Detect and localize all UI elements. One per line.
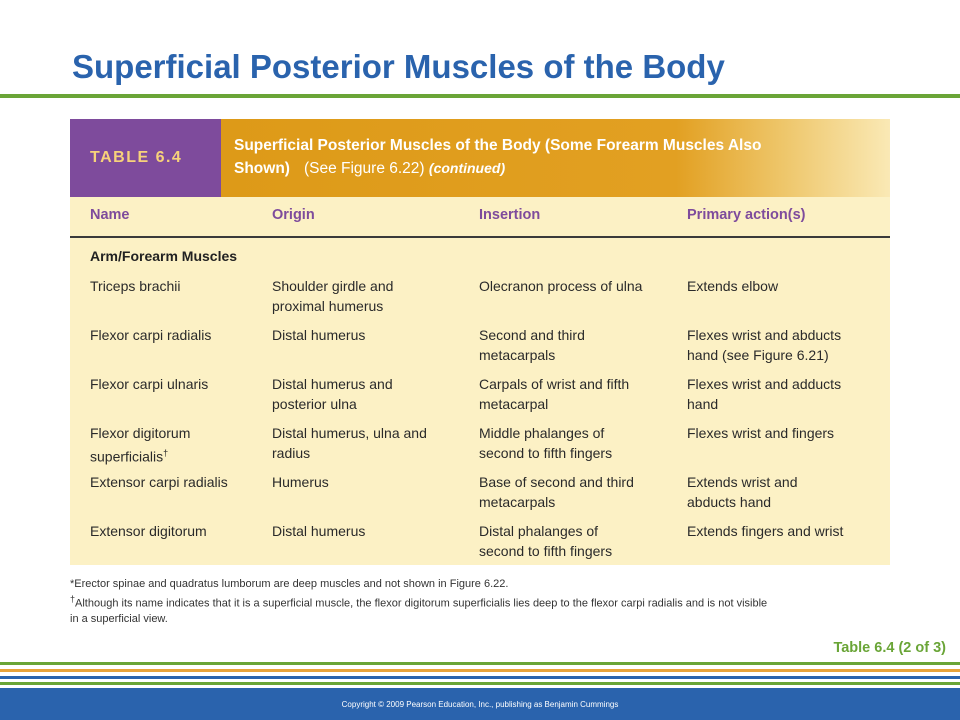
column-header-action: Primary action(s) — [687, 207, 806, 223]
cell-name: Flexor digitorum superficialis† — [90, 423, 190, 467]
cell-insertion-line: Distal phalanges of — [479, 523, 599, 539]
cell-insertion-line: metacarpal — [479, 396, 549, 412]
cell-action-line: abducts hand — [687, 494, 772, 510]
cell-insertion-line: Second and third — [479, 327, 585, 343]
cell-origin-line: Shoulder girdle and — [272, 278, 394, 294]
cell-action-line: Extends wrist and — [687, 474, 798, 490]
cell-origin: Distal humerus and posterior ulna — [272, 374, 393, 414]
footnote-2-text-line-2: in a superficial view. — [70, 612, 168, 625]
caption-line-1: Superficial Posterior Muscles of the Bod… — [234, 137, 762, 154]
cell-action-line: Flexes wrist and adducts — [687, 376, 842, 392]
copyright-text: Copyright © 2009 Pearson Education, Inc.… — [341, 699, 619, 709]
cell-insertion-line: second to fifth fingers — [479, 543, 613, 559]
cell-name-line: Flexor carpi radialis — [90, 327, 212, 343]
cell-action: Extends fingers and wrist — [687, 521, 843, 541]
stripe-green — [0, 662, 960, 665]
cell-action-line: Extends elbow — [687, 278, 779, 294]
cell-action: Extends wrist and abducts hand — [687, 472, 798, 512]
table-header-banner: TABLE 6.4 Superficial Posterior Muscles … — [70, 119, 890, 197]
cell-origin: Humerus — [272, 472, 329, 492]
cell-insertion-line: second to fifth fingers — [479, 445, 613, 461]
footer-bar: Copyright © 2009 Pearson Education, Inc.… — [0, 688, 960, 720]
cell-insertion-line: metacarpals — [479, 347, 556, 363]
footnote-2: †Although its name indicates that it is … — [70, 592, 900, 612]
cell-name: Extensor digitorum — [90, 521, 207, 541]
table-caption: Superficial Posterior Muscles of the Bod… — [234, 135, 874, 180]
cell-insertion: Base of second and third metacarpals — [479, 472, 634, 512]
column-header-name: Name — [90, 207, 130, 223]
column-header-origin: Origin — [272, 207, 315, 223]
cell-action: Flexes wrist and abducts hand (see Figure… — [687, 325, 841, 365]
muscle-table: TABLE 6.4 Superficial Posterior Muscles … — [70, 119, 890, 565]
cell-name-line: Flexor carpi ulnaris — [90, 376, 209, 392]
table-label: TABLE 6.4 — [70, 119, 221, 197]
footnote-1-mark: * — [70, 578, 75, 590]
cell-insertion-line: metacarpals — [479, 494, 556, 510]
cell-name-line: superficialis — [90, 448, 164, 465]
cell-insertion: Carpals of wrist and fifth metacarpal — [479, 374, 629, 414]
cell-origin-line: posterior ulna — [272, 396, 357, 412]
cell-insertion-line: Middle phalanges of — [479, 425, 605, 441]
table-caption-background — [221, 119, 890, 197]
cell-action-line: Extends fingers and wrist — [687, 523, 844, 539]
footnote-1-text: Erector spinae and quadratus lumborum ar… — [74, 578, 509, 590]
footnote-2-mark: † — [70, 594, 76, 604]
caption-figure-ref: (See Figure 6.22) — [303, 160, 425, 177]
cell-origin-line: proximal humerus — [272, 298, 384, 314]
cell-action: Flexes wrist and fingers — [687, 423, 834, 443]
cell-name: Flexor carpi radialis — [90, 325, 211, 345]
cell-name-line: Flexor digitorum — [90, 425, 191, 441]
title-divider — [0, 94, 960, 98]
cell-origin: Distal humerus — [272, 521, 365, 541]
cell-insertion: Olecranon process of ulna — [479, 276, 642, 296]
cell-insertion-line: Olecranon process of ulna — [479, 278, 643, 294]
cell-insertion: Distal phalanges of second to fifth finge… — [479, 521, 612, 561]
cell-origin-line: Humerus — [272, 474, 329, 490]
cell-action: Flexes wrist and adducts hand — [687, 374, 841, 414]
cell-name: Triceps brachii — [90, 276, 181, 296]
caption-continued: (continued) — [428, 160, 506, 176]
column-header-insertion: Insertion — [479, 207, 541, 223]
cell-action-line: Flexes wrist and fingers — [687, 425, 835, 441]
cell-origin: Distal humerus — [272, 325, 365, 345]
section-heading: Arm/Forearm Muscles — [90, 248, 238, 264]
cell-name: Flexor carpi ulnaris — [90, 374, 208, 394]
slide-title: Superficial Posterior Muscles of the Bod… — [72, 48, 725, 85]
footnote-1: *Erector spinae and quadratus lumborum a… — [70, 577, 900, 592]
cell-action-line: Flexes wrist and abducts — [687, 327, 842, 343]
cell-insertion: Middle phalanges of second to fifth finge… — [479, 423, 612, 463]
cell-insertion-line: Base of second and third — [479, 474, 634, 490]
caption-line-2: Shown) — [234, 160, 290, 177]
cell-origin-line: Distal humerus — [272, 523, 366, 539]
cell-action: Extends elbow — [687, 276, 778, 296]
cell-insertion-line: Carpals of wrist and fifth — [479, 376, 630, 392]
cell-action-line: hand — [687, 396, 719, 412]
footnotes: *Erector spinae and quadratus lumborum a… — [70, 577, 900, 627]
cell-name-line: Extensor digitorum — [90, 523, 207, 539]
stripe-orange — [0, 669, 960, 672]
cell-name: Extensor carpi radialis — [90, 472, 228, 492]
cell-action-line: hand (see Figure 6.21) — [687, 347, 829, 363]
stripe-green-2 — [0, 682, 960, 685]
stripe-blue — [0, 676, 960, 679]
footnote-reference-mark: † — [163, 448, 169, 458]
header-divider — [70, 236, 890, 238]
cell-origin: Distal humerus, ulna and radius — [272, 423, 427, 463]
footnote-2-continued: in a superficial view. — [70, 612, 900, 627]
footnote-2-text-line-1: Although its name indicates that it is a… — [75, 597, 768, 610]
cell-insertion: Second and third metacarpals — [479, 325, 585, 365]
cell-origin-line: Distal humerus and — [272, 376, 393, 392]
cell-name-line: Triceps brachii — [90, 278, 181, 294]
table-reference: Table 6.4 (2 of 3) — [833, 640, 946, 656]
cell-name-line: Extensor carpi radialis — [90, 474, 228, 490]
cell-origin-line: Distal humerus — [272, 327, 366, 343]
cell-origin-line: Distal humerus, ulna and — [272, 425, 427, 441]
cell-origin-line: radius — [272, 445, 311, 461]
cell-origin: Shoulder girdle and proximal humerus — [272, 276, 393, 316]
